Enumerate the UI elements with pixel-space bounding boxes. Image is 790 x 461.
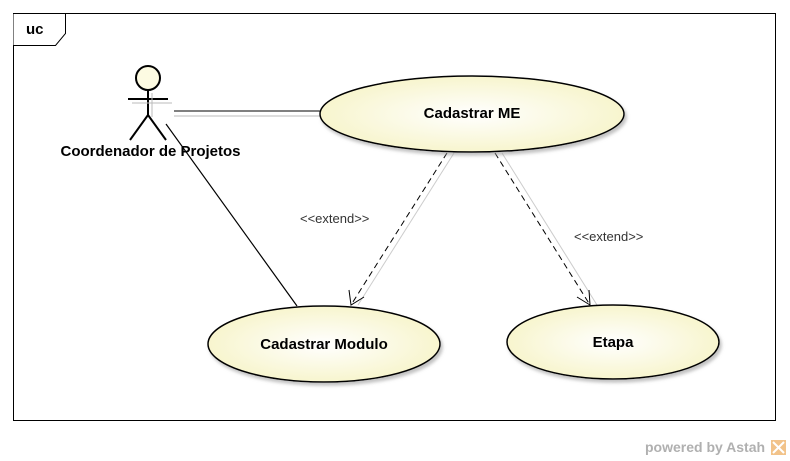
usecase-cadastrar-modulo[interactable] [207, 305, 441, 383]
extend-arrow-etapa[interactable] [494, 152, 598, 306]
usecase-etapa-label: Etapa [592, 334, 634, 351]
frame-tab-box [13, 13, 66, 46]
powered-by-text: powered by Astah [645, 439, 766, 455]
association-actor-cadastrar-modulo[interactable] [165, 123, 298, 307]
extend-arrow-cadastrar-modulo[interactable] [348, 152, 455, 306]
usecase-cadastrar-modulo-label: Cadastrar Modulo [260, 336, 388, 353]
diagram-frame [13, 13, 776, 421]
usecase-etapa[interactable] [506, 304, 720, 380]
astah-logo-icon [771, 440, 786, 455]
extend-label-left: <<extend>> [300, 211, 370, 226]
extend-label-right: <<extend>> [574, 229, 644, 244]
usecase-cadastrar-me-label: Cadastrar ME [423, 105, 521, 122]
frame-tab-label: uc [26, 21, 44, 38]
actor-figure-shadow [132, 93, 172, 117]
association-actor-cadastrar-me[interactable] [174, 110, 320, 117]
actor-figure[interactable] [128, 65, 168, 141]
actor-name: Coordenador de Projetos [60, 143, 241, 160]
usecase-cadastrar-me[interactable] [319, 75, 625, 153]
